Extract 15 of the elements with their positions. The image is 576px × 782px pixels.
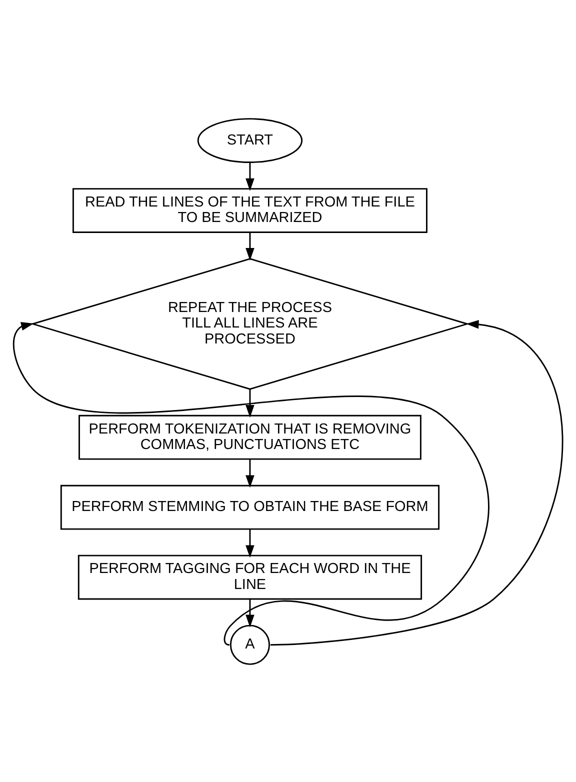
arrow	[246, 162, 254, 190]
node-box: PERFORM TAGGING FOR EACH WORD IN THE LINE	[78, 554, 422, 600]
arrow	[12, 321, 490, 645]
node-box: PERFORM TOKENIZATION THAT IS REMOVING COMMAS, PUNCTUATIONS ETC	[78, 414, 422, 460]
node-box: READ THE LINES OF THE TEXT FROM THE FILE TO BE SUMMARIZED	[72, 188, 428, 232]
arrow	[246, 232, 254, 260]
arrow	[246, 528, 254, 558]
node-box: PERFORM STEMMING TO OBTAIN THE BASE FORM	[60, 484, 440, 530]
arrow	[246, 598, 254, 627]
node-ellipse: START	[197, 118, 303, 162]
arrow	[246, 388, 254, 418]
node-diamond: REPEAT THE PROCESS TILL ALL LINES ARE PROCESSED	[30, 258, 470, 390]
arrow	[270, 320, 564, 646]
arrow	[246, 458, 254, 488]
node-circle: A	[230, 624, 270, 664]
